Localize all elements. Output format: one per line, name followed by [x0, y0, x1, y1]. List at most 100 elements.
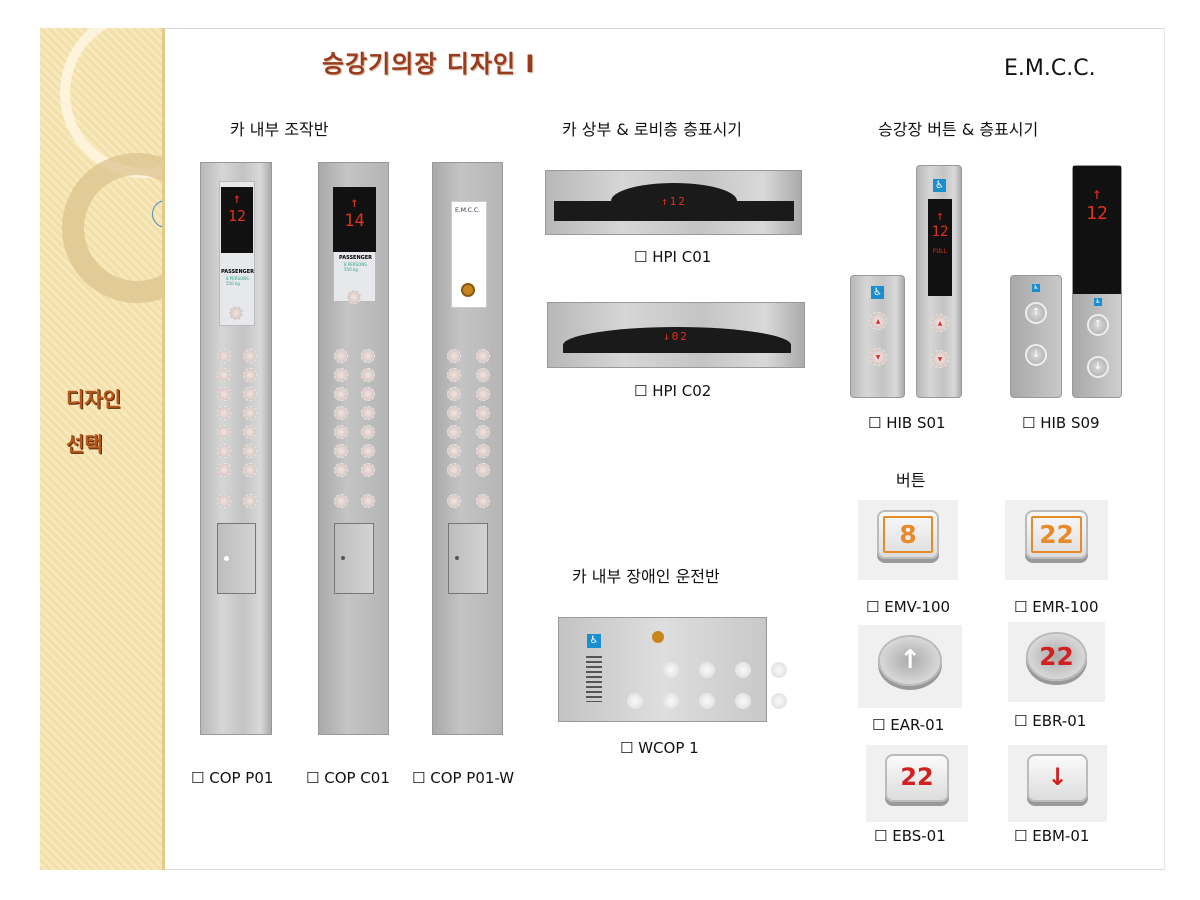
button-model-5: ↓	[1008, 745, 1107, 822]
floor-button[interactable]	[334, 463, 348, 477]
plate-title: PASSENGER	[221, 269, 255, 275]
floor-button[interactable]	[217, 444, 231, 458]
wcop-button[interactable]	[771, 693, 787, 709]
floor-button[interactable]	[243, 406, 257, 420]
section-hib: 승강장 버튼 & 층표시기	[878, 120, 1039, 139]
floor-button[interactable]	[361, 425, 375, 439]
wcop-button[interactable]	[627, 693, 643, 709]
button-model-label: ☐ EMR-100	[1014, 598, 1099, 616]
up-button[interactable]: ▲	[931, 314, 949, 332]
floor-button[interactable]	[217, 349, 231, 363]
side-text-1: 디자인	[66, 387, 122, 411]
floor-button[interactable]	[243, 425, 257, 439]
floor-button[interactable]	[476, 368, 490, 382]
wcop-button[interactable]	[699, 662, 715, 678]
door-button[interactable]	[361, 494, 375, 508]
down-button[interactable]: ▼	[869, 348, 887, 366]
floor-button[interactable]	[334, 368, 348, 382]
hib-s09-button-plate: ♿ ↑ ↓	[1010, 275, 1062, 398]
button-model-label: ☐ EBS-01	[874, 827, 946, 845]
door-button[interactable]	[476, 494, 490, 508]
door-button[interactable]	[447, 494, 461, 508]
floor-button[interactable]	[217, 406, 231, 420]
button-model-label: ☐ EAR-01	[872, 716, 945, 734]
button-face: 22	[885, 754, 949, 802]
floor-button[interactable]	[447, 444, 461, 458]
button-face: 22	[1026, 631, 1087, 682]
floor-button[interactable]	[447, 387, 461, 401]
floor-button[interactable]	[361, 368, 375, 382]
hib-s09-label: ☐ HIB S09	[1022, 414, 1100, 432]
floor-button[interactable]	[476, 387, 490, 401]
floor-button[interactable]	[447, 406, 461, 420]
floor-button[interactable]	[334, 406, 348, 420]
section-cop: 카 내부 조작반	[230, 120, 329, 139]
wcop-button[interactable]	[735, 693, 751, 709]
floor-button[interactable]	[476, 406, 490, 420]
floor-button[interactable]	[243, 387, 257, 401]
down-button[interactable]: ↓	[1025, 344, 1047, 366]
down-button[interactable]: ▼	[931, 350, 949, 368]
floor-button[interactable]	[361, 444, 375, 458]
hpi-c02-indicator: ↓02	[547, 302, 805, 368]
floor-button[interactable]	[476, 425, 490, 439]
up-button[interactable]: ▲	[869, 312, 887, 330]
brand-name: E.M.C.C.	[1004, 56, 1096, 81]
up-button[interactable]: ↑	[1025, 302, 1047, 324]
floor-button[interactable]	[361, 387, 375, 401]
wcop-button[interactable]	[771, 662, 787, 678]
plate-load: 550 kg	[226, 281, 240, 286]
wcop-button[interactable]	[735, 662, 751, 678]
button-model-3: 22	[1008, 622, 1105, 702]
door-button[interactable]	[217, 494, 231, 508]
up-button[interactable]: ↑	[1087, 314, 1109, 336]
button-model-2: ↑	[858, 625, 962, 708]
floor-button[interactable]	[447, 463, 461, 477]
floor-button[interactable]	[334, 425, 348, 439]
floor-button[interactable]	[243, 368, 257, 382]
floor-display: ↑ 12	[1073, 166, 1121, 294]
floor-button[interactable]	[243, 349, 257, 363]
floor-button[interactable]	[217, 368, 231, 382]
hib-s01-label: ☐ HIB S01	[868, 414, 946, 432]
floor-number: 12	[227, 207, 247, 225]
floor-button[interactable]	[447, 368, 461, 382]
floor-button[interactable]	[334, 444, 348, 458]
floor-button[interactable]	[476, 349, 490, 363]
floor-number: 12	[1086, 203, 1108, 224]
wcop-button[interactable]	[663, 693, 679, 709]
floor-button[interactable]	[361, 349, 375, 363]
section-wcop: 카 내부 장애인 운전반	[572, 567, 720, 586]
button-model-label: ☐ EMV-100	[866, 598, 951, 616]
plate-title: PASSENGER	[339, 255, 373, 261]
down-button[interactable]: ↓	[1087, 356, 1109, 378]
floor-button[interactable]	[476, 463, 490, 477]
floor-button[interactable]	[217, 387, 231, 401]
arrow: ↑	[232, 191, 242, 207]
accessibility-icon: ♿	[871, 286, 884, 299]
plate-capacity: 8 PERSONS	[344, 262, 367, 267]
wcop-button[interactable]	[699, 693, 715, 709]
accessibility-icon: ♿	[587, 634, 601, 648]
accessibility-icon: ♿	[1032, 284, 1040, 292]
floor-button[interactable]	[476, 444, 490, 458]
floor-button[interactable]	[361, 463, 375, 477]
floor-button[interactable]	[217, 463, 231, 477]
floor-button[interactable]	[447, 425, 461, 439]
floor-button[interactable]	[243, 444, 257, 458]
door-button[interactable]	[243, 494, 257, 508]
floor-button[interactable]	[243, 463, 257, 477]
door-button[interactable]	[334, 494, 348, 508]
arrow: ↑	[350, 195, 359, 211]
floor-button[interactable]	[334, 349, 348, 363]
floor-button[interactable]	[334, 387, 348, 401]
slide-title: 승강기의장 디자인 I	[322, 50, 536, 78]
wcop-button[interactable]	[663, 662, 679, 678]
floor-button[interactable]	[217, 425, 231, 439]
floor-number: 12	[931, 224, 949, 240]
hib-s01-indicator-plate: ♿ ↑ 12 FULL ▲ ▼	[916, 165, 962, 398]
hpi-c01-indicator: ↑12	[545, 170, 802, 235]
floor-button[interactable]	[361, 406, 375, 420]
cop-c01-label: ☐ COP C01	[306, 769, 390, 787]
floor-button[interactable]	[447, 349, 461, 363]
